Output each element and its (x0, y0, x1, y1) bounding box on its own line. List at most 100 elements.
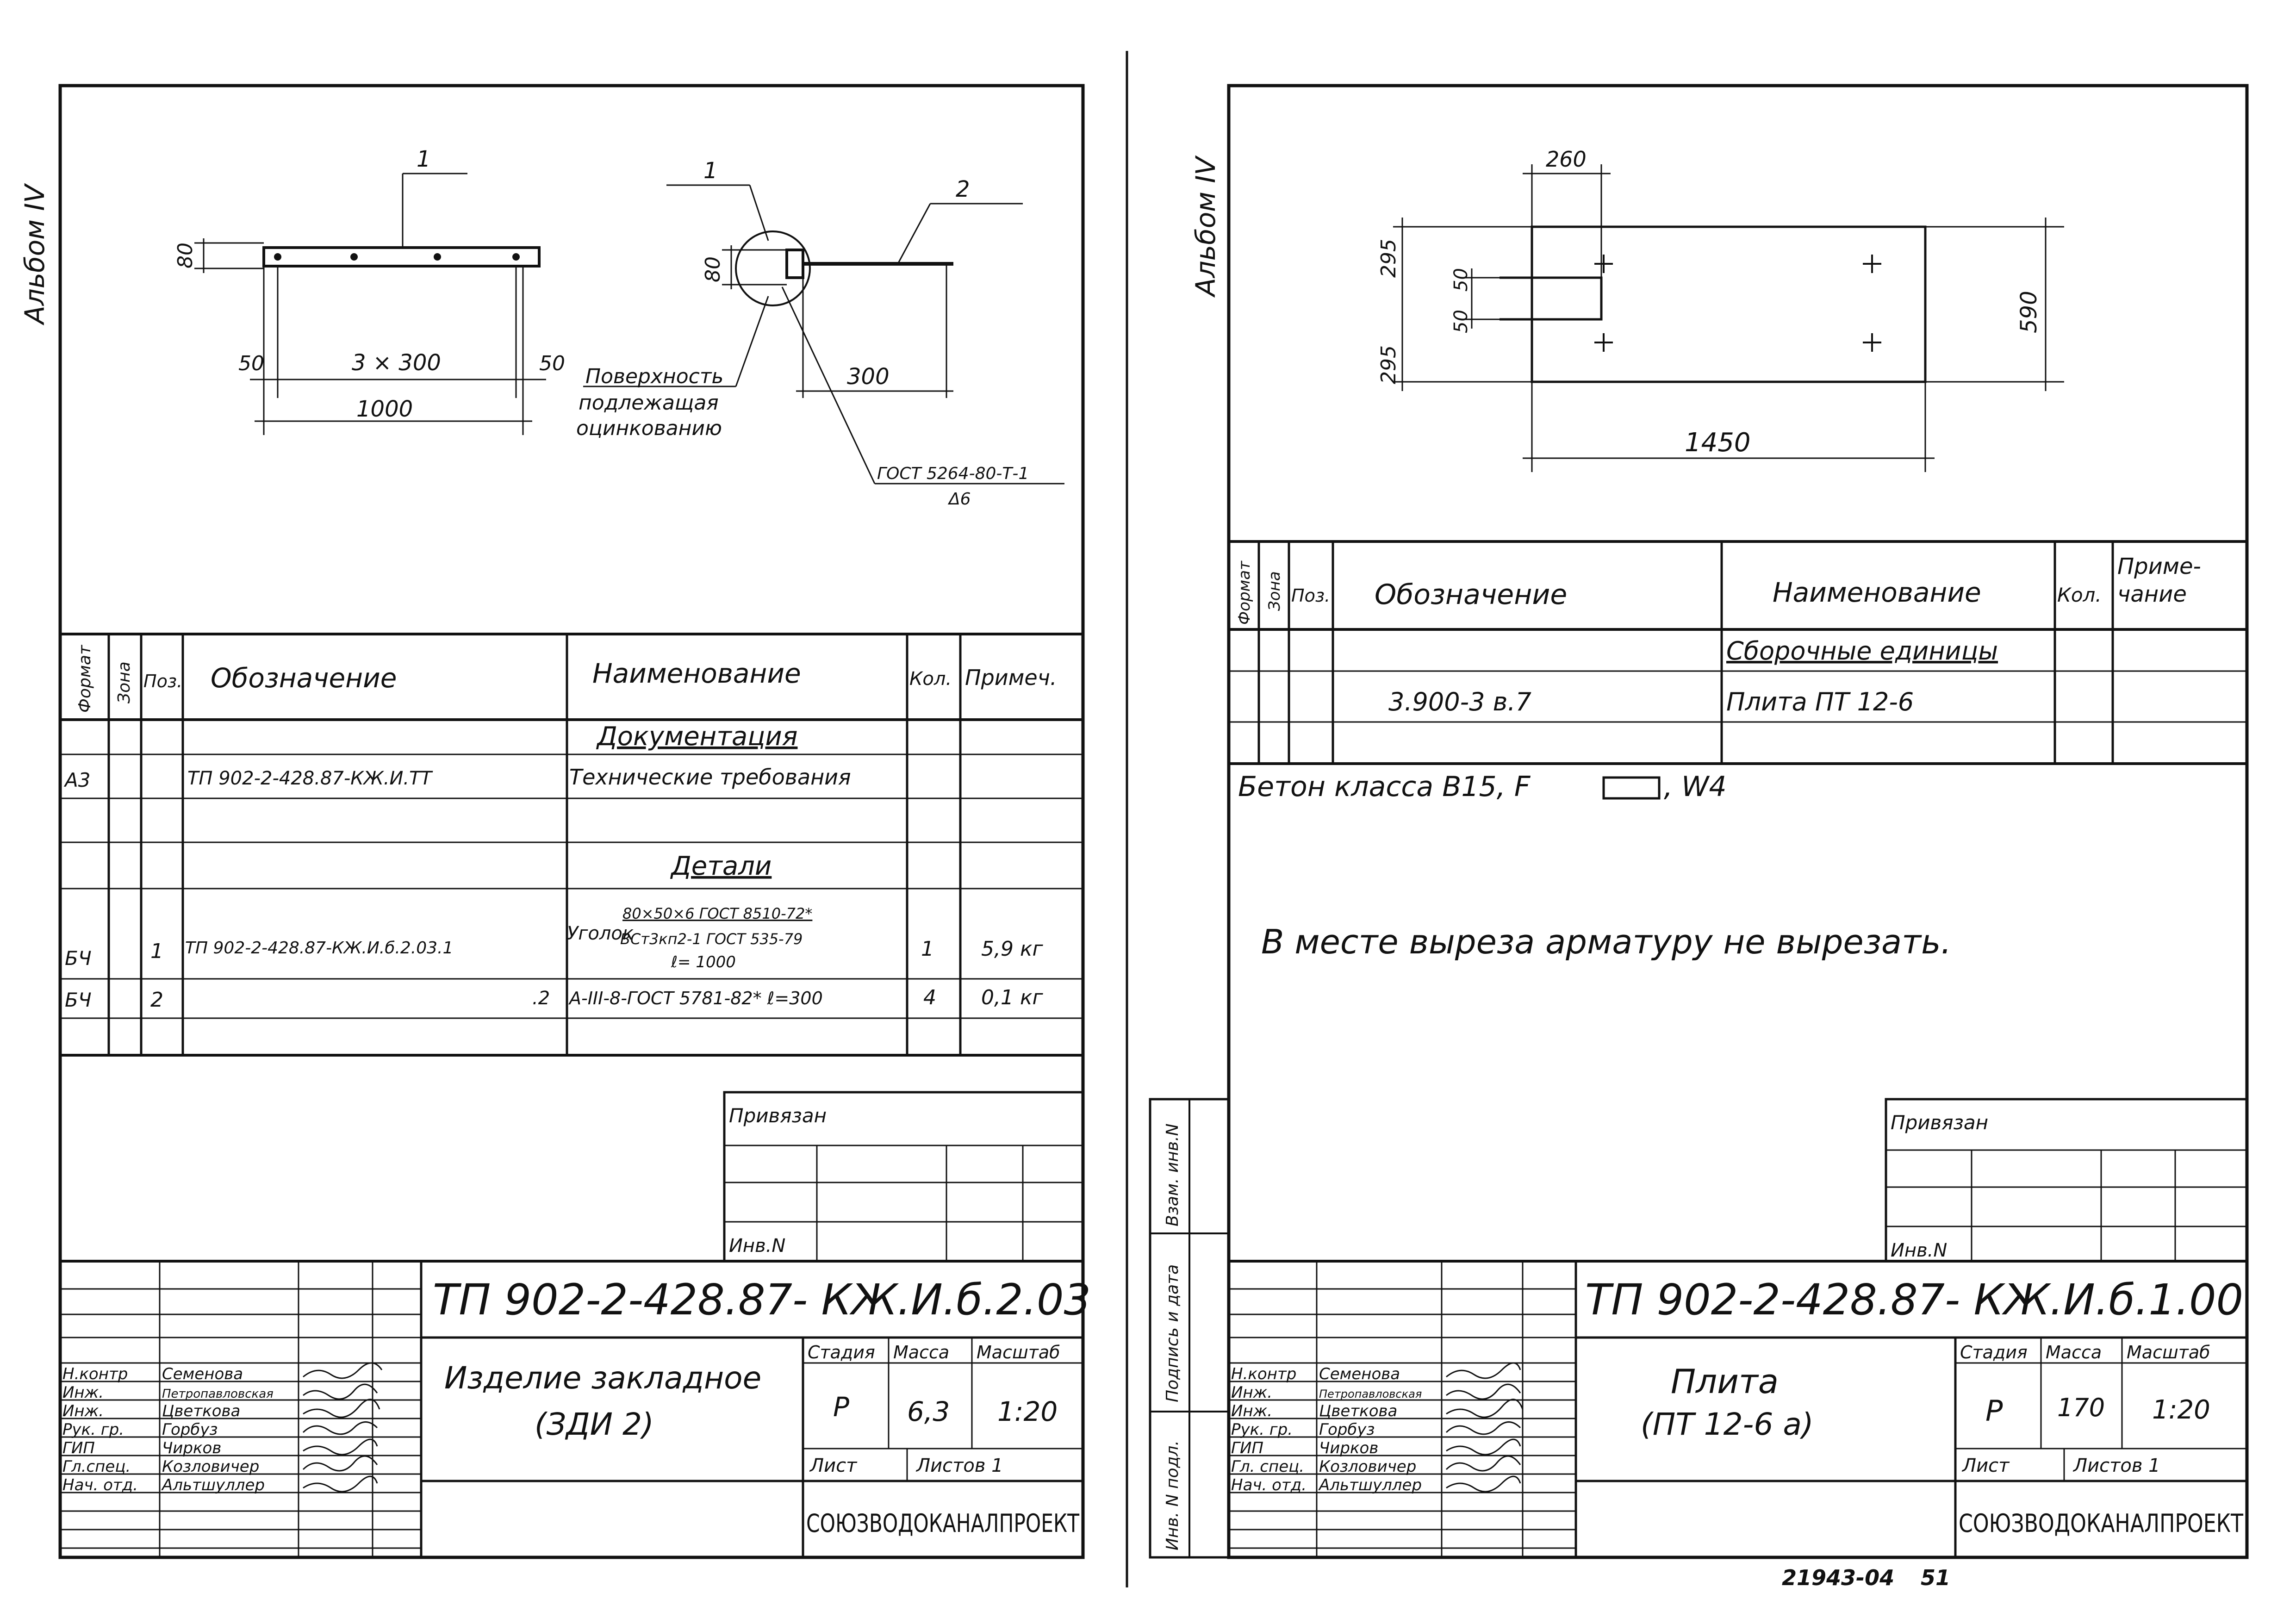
right-person-6: Альтшуллер (1318, 1476, 1422, 1494)
right-stage-header: Стадия (1960, 1342, 2028, 1363)
r-hdr-qty: Кол. (2057, 584, 2102, 606)
dim-300: 300 (847, 364, 890, 390)
left-mass-header: Масса (893, 1342, 949, 1363)
row1-name-c: ВСт3кп2-1 ГОСТ 535-79 (620, 930, 803, 948)
right-sheet: Альбом IV (1149, 84, 2249, 1559)
weld-spec: ГОСТ 5264-80-Т-1 (877, 464, 1029, 483)
left-role-5: Гл.спец. (62, 1457, 131, 1476)
row1-name-a: Уголок (567, 923, 634, 944)
hdr-qty: Кол. (909, 668, 952, 690)
right-signatures (1445, 1362, 1524, 1493)
dim-295-bottom: 295 (1377, 345, 1400, 384)
row1-name-d: ℓ= 1000 (671, 953, 736, 971)
doc-format: А3 (63, 769, 90, 791)
right-sheet-label: Лист (1961, 1455, 2010, 1476)
row1-qty: 1 (921, 937, 934, 961)
left-person-4: Чирков (162, 1439, 221, 1457)
dim-50-right: 50 (539, 352, 565, 375)
left-scale-value: 1:20 (997, 1396, 1058, 1427)
left-scale-header: Масштаб (977, 1342, 1060, 1363)
left-title-block: ТП 902-2-428.87- КЖ.И.б.2.03 Изделие зак… (59, 1260, 1091, 1559)
angle-plate (262, 246, 541, 268)
row2-format: БЧ (65, 989, 92, 1011)
row1-format: БЧ (65, 947, 92, 970)
row2-qty: 4 (923, 986, 936, 1009)
right-album-label: Альбом IV (1190, 155, 1221, 298)
right-side-stamps: Взам. инв.N Подпись и дата Инв. N подл. (1149, 1098, 1230, 1559)
stamp-inv-original: Инв. N подл. (1163, 1440, 1182, 1550)
dim-80-section: 80 (701, 256, 725, 282)
weld-size: Δ6 (947, 490, 971, 509)
frost-grade-box (1602, 776, 1661, 800)
left-role-3: Рук. гр. (62, 1420, 124, 1439)
right-person-0: Семенова (1319, 1365, 1400, 1383)
left-role-0: Н.контр (62, 1365, 128, 1383)
right-stage-value: Р (1985, 1394, 2003, 1428)
right-person-2: Цветкова (1319, 1402, 1397, 1420)
hdr-format: Формат (75, 645, 94, 713)
r-hdr-zone: Зона (1265, 571, 1284, 611)
hdr-zone: Зона (115, 661, 134, 703)
row2-pos: 2 (150, 988, 163, 1012)
r-hdr-note-1: Приме- (2117, 554, 2201, 579)
left-person-6: Альтшуллер (161, 1476, 265, 1494)
right-drawing-code: ТП 902-2-428.87- КЖ.И.б.1.00 (1585, 1275, 2243, 1325)
inv-label: Инв.N (729, 1235, 785, 1257)
right-spec-table: Формат Зона Поз. Обозначение Наименовани… (1227, 540, 2248, 765)
doc-name: Технические требования (569, 765, 851, 790)
left-stage-header: Стадия (808, 1342, 875, 1363)
concrete-class: Бетон класса В15, F (1238, 771, 1531, 803)
left-role-6: Нач. отд. (62, 1476, 138, 1494)
right-item-name: Плита (1671, 1362, 1779, 1401)
r-privyazan-label: Привязан (1891, 1111, 1988, 1134)
right-item-code: (ПТ 12-6 а) (1641, 1406, 1814, 1442)
stamp-replaced: Взам. инв.N (1163, 1124, 1182, 1226)
left-person-5: Козловичер (162, 1457, 259, 1476)
right-role-1: Инж. (1231, 1383, 1272, 1402)
hdr-note: Примеч. (965, 665, 1057, 690)
slab-outline (1531, 225, 1927, 383)
hdr-designation: Обозначение (211, 662, 397, 694)
left-organization: СОЮЗВОДОКАНАЛПРОЕКТ (806, 1509, 1079, 1538)
right-title-block: ТП 902-2-428.87- КЖ.И.б.1.00 Плита (ПТ 1… (1227, 1260, 2248, 1559)
surface-label-1: Поверхность (585, 365, 723, 388)
row1-note: 5,9 кг (981, 937, 1044, 961)
left-person-1: Петропавловская (162, 1387, 274, 1401)
right-scale-header: Масштаб (2127, 1342, 2210, 1363)
row1-pos: 1 (150, 940, 163, 963)
left-stage-value: Р (833, 1391, 849, 1423)
concrete-water: , W4 (1664, 771, 1727, 803)
left-privyazan-block: Привязан Инв.N (723, 1091, 1084, 1263)
r-row1-name: Плита ПТ 12-6 (1726, 687, 1914, 716)
left-role-2: Инж. (62, 1402, 104, 1420)
left-drawing-code: ТП 902-2-428.87- КЖ.И.б.2.03 (433, 1275, 1091, 1325)
hdr-name: Наименование (592, 658, 801, 689)
right-person-5: Козловичер (1319, 1457, 1416, 1476)
left-person-0: Семенова (162, 1365, 243, 1383)
dim-260: 260 (1546, 147, 1587, 172)
doc-designation: ТП 902-2-428.87-КЖ.И.ТТ (187, 768, 434, 789)
dim-50-bottom: 50 (1450, 310, 1472, 333)
privyazan-label: Привязан (729, 1104, 827, 1127)
stamp-sign-date: Подпись и дата (1163, 1264, 1182, 1402)
left-mass-value: 6,3 (907, 1396, 950, 1427)
right-mass-value: 170 (2057, 1393, 2105, 1422)
right-sheets-label: Листов 1 (2072, 1455, 2160, 1476)
right-mass-header: Масса (2046, 1342, 2102, 1363)
left-signatures (302, 1362, 383, 1493)
section-documentation: Документация (596, 722, 797, 752)
row2-designation: .2 (532, 988, 550, 1009)
right-person-1: Петропавловская (1319, 1388, 1422, 1400)
right-role-4: ГИП (1231, 1439, 1263, 1457)
row2-name: А-III-8-ГОСТ 5781-82* ℓ=300 (568, 988, 823, 1008)
dim-1000: 1000 (356, 396, 413, 422)
r-hdr-name: Наименование (1773, 577, 1981, 608)
right-role-6: Нач. отд. (1231, 1476, 1307, 1494)
right-role-3: Рук. гр. (1231, 1420, 1293, 1439)
pos-1-label: 1 (417, 146, 431, 172)
right-role-0: Н.контр (1231, 1365, 1296, 1383)
pos-1b-label: 1 (703, 158, 718, 184)
archive-number: 21943-04 (1782, 1565, 1894, 1590)
left-person-2: Цветкова (162, 1402, 240, 1420)
